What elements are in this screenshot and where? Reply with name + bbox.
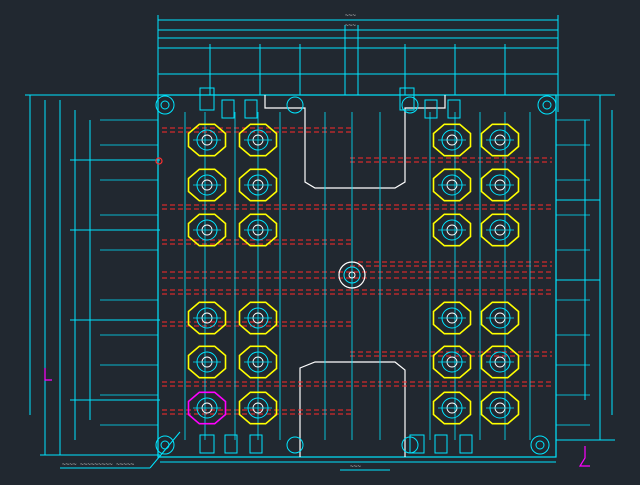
dimension-bottom: ~~~ <box>350 463 361 470</box>
cavity <box>187 301 227 335</box>
cavity <box>432 301 472 335</box>
cavity <box>238 213 278 247</box>
bushing-bottom-left <box>155 435 175 455</box>
section-marker-left <box>44 368 52 381</box>
cavity <box>238 345 278 379</box>
cavity <box>238 168 278 202</box>
cavity <box>480 391 520 425</box>
cavity <box>432 123 472 157</box>
cavity <box>187 391 227 425</box>
section-marker-right <box>578 446 590 467</box>
dimension-second: ~~~ <box>345 22 356 29</box>
cavity <box>187 168 227 202</box>
cavity <box>238 123 278 157</box>
cavity <box>432 391 472 425</box>
cavity <box>480 345 520 379</box>
dimension-overall: ~~~ <box>345 12 356 19</box>
bushing-bottom-right <box>530 435 550 455</box>
construction-lines <box>100 112 590 440</box>
cavity <box>238 301 278 335</box>
bushing-top-right <box>537 95 557 115</box>
cavity <box>480 301 520 335</box>
bushing-top-left <box>155 95 175 115</box>
top-dimension-chain <box>157 15 559 112</box>
left-dimension-chain <box>25 94 160 456</box>
cavity <box>480 123 520 157</box>
right-dimension-chain <box>556 94 615 441</box>
annotation-note: ~~~~ ~~~~~~~~~ ~~~~~ <box>62 461 135 468</box>
cavity <box>432 345 472 379</box>
section-markers <box>44 157 590 467</box>
cavity <box>187 345 227 379</box>
cavity <box>187 123 227 157</box>
cavity <box>480 168 520 202</box>
cavity <box>238 391 278 425</box>
cavity <box>480 213 520 247</box>
cavity <box>432 168 472 202</box>
cavity <box>432 213 472 247</box>
bottom-dimension <box>160 461 556 471</box>
top-dimension-text: ~~~ ~~~ <box>345 12 356 29</box>
cavity-group <box>187 123 520 425</box>
cooling-channels <box>162 127 552 415</box>
leader-annotation: ~~~~ ~~~~~~~~~ ~~~~~ <box>60 431 181 469</box>
edge-hardware <box>199 87 473 454</box>
sprue-bushing <box>338 261 366 289</box>
cavity <box>187 213 227 247</box>
